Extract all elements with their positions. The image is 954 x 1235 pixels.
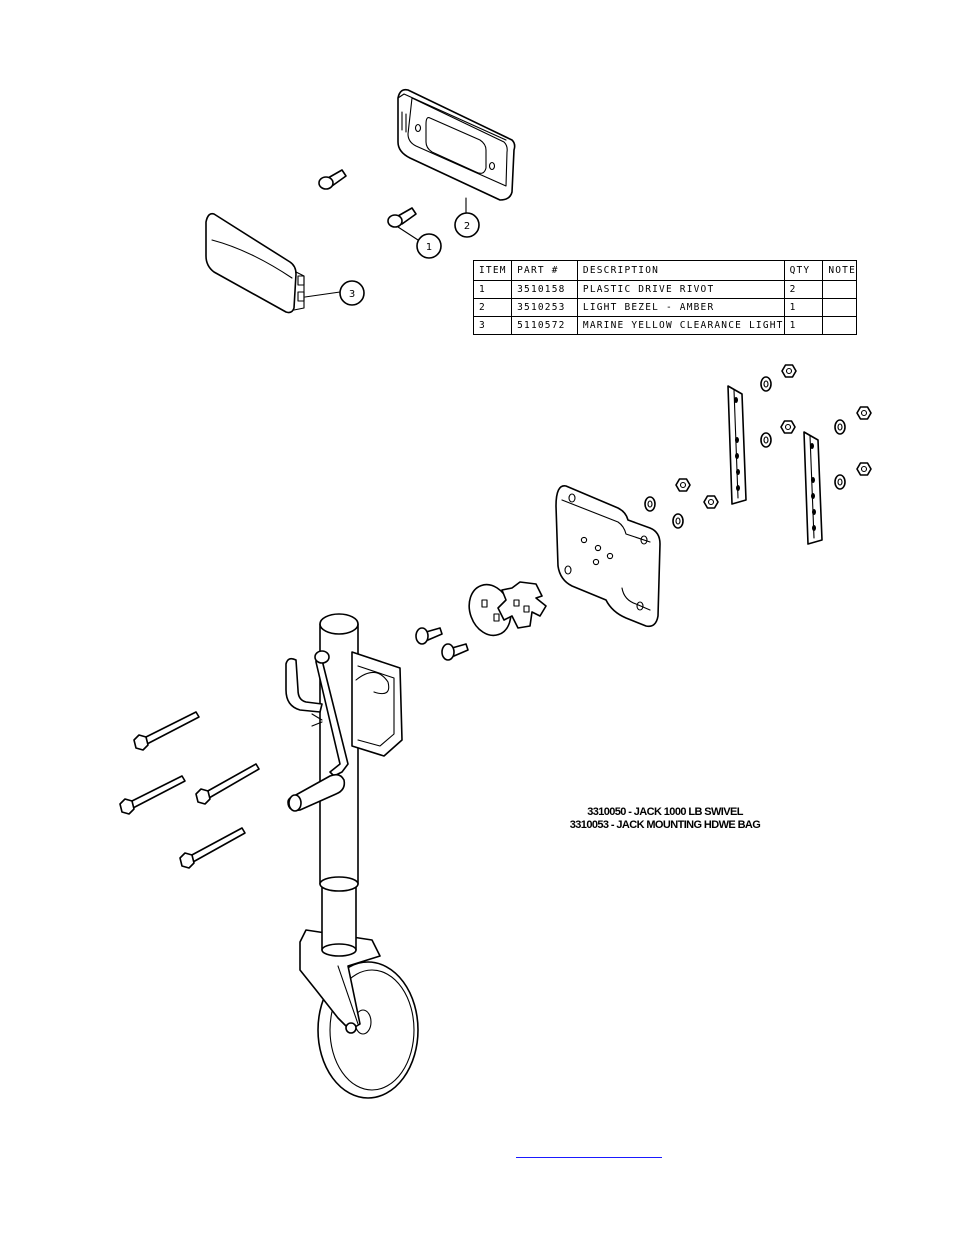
callout-3-label: 3 — [349, 289, 355, 300]
part-titles: 3310050 - JACK 1000 LB SWIVEL 3310053 - … — [520, 806, 810, 832]
hex-nut — [856, 462, 872, 476]
bom-col-part: PART # — [511, 260, 578, 281]
bom-col-qty: QTY — [783, 260, 824, 281]
callout-2-label: 2 — [464, 221, 470, 232]
long-bolts — [119, 711, 260, 869]
callout-1: 1 — [397, 226, 442, 259]
title-jack: 3310050 - JACK 1000 LB SWIVEL — [587, 806, 743, 818]
drive-rivet-upper — [318, 169, 347, 190]
carriage-bolt-upper — [415, 627, 443, 645]
drive-rivet-lower — [387, 207, 417, 228]
hex-nut — [675, 478, 691, 492]
bom-row: 1 3510158 PLASTIC DRIVE RIVOT 2 — [472, 280, 857, 299]
bom-cell-description: LIGHT BEZEL - AMBER — [576, 298, 785, 317]
mounting-plate — [555, 485, 661, 628]
bom-col-note: NOTE — [822, 260, 857, 281]
long-bolt — [133, 711, 200, 751]
flat-washers — [644, 376, 846, 529]
bom-cell-item: 3 — [472, 316, 513, 335]
bom-cell-item: 1 — [472, 280, 513, 299]
hex-nut — [780, 420, 796, 434]
bom-header-row: ITEM PART # DESCRIPTION QTY NOTE — [472, 260, 857, 281]
channel-bracket-left — [727, 385, 747, 505]
bom-cell-qty: 2 — [783, 280, 824, 299]
light-bezel-part — [397, 88, 516, 201]
bom-cell-qty: 1 — [783, 298, 824, 317]
callout-3: 3 — [304, 280, 365, 306]
callout-2: 2 — [454, 197, 480, 238]
bom-cell-qty: 1 — [783, 316, 824, 335]
channel-bracket-right — [803, 431, 823, 545]
long-bolt — [119, 775, 186, 815]
bill-of-materials-table: ITEM PART # DESCRIPTION QTY NOTE 1 35101… — [472, 260, 857, 335]
hex-nut — [856, 406, 872, 420]
hex-nut — [781, 364, 797, 378]
title-hardware-bag: 3310053 - JACK MOUNTING HDWE BAG — [569, 819, 761, 831]
long-bolt — [179, 827, 246, 869]
bom-col-item: ITEM — [472, 260, 513, 281]
bom-cell-note — [822, 298, 857, 317]
clearance-light-part — [205, 212, 305, 314]
hex-nuts — [675, 364, 872, 509]
carriage-bolt-lower — [441, 643, 469, 661]
bom-row: 2 3510253 LIGHT BEZEL - AMBER 1 — [472, 298, 857, 317]
bom-cell-item: 2 — [472, 298, 513, 317]
bom-cell-note — [822, 280, 857, 299]
link-underline[interactable] — [516, 1157, 662, 1158]
bom-cell-part: 3510158 — [511, 280, 578, 299]
bom-cell-note — [822, 316, 857, 335]
callout-1-label: 1 — [426, 242, 432, 253]
swivel-jack — [285, 613, 419, 1099]
hex-nut — [703, 495, 719, 509]
long-bolt — [195, 763, 260, 805]
bom-cell-part: 3510253 — [511, 298, 578, 317]
bom-cell-part: 5110572 — [511, 316, 578, 335]
bom-cell-description: PLASTIC DRIVE RIVOT — [576, 280, 785, 299]
swivel-disc-slotted — [497, 581, 547, 629]
bom-cell-description: MARINE YELLOW CLEARANCE LIGHT — [576, 316, 785, 335]
bom-row: 3 5110572 MARINE YELLOW CLEARANCE LIGHT … — [472, 316, 857, 335]
bom-col-description: DESCRIPTION — [576, 260, 785, 281]
